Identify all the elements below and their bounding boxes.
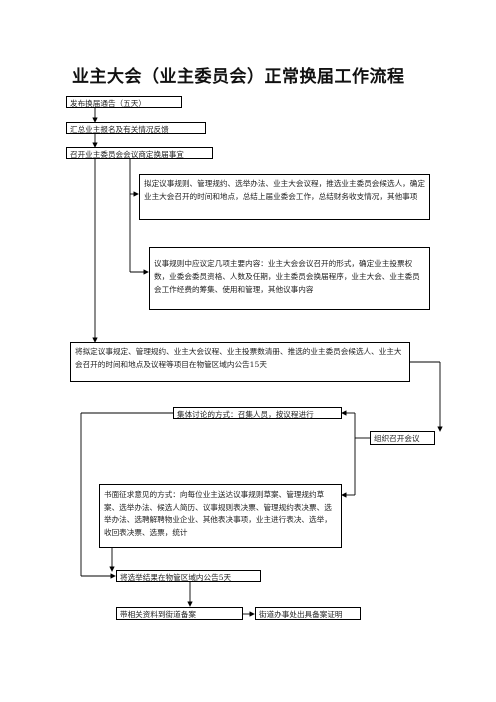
step-draft-rules: 拟定议事规则、管理规约、选举办法、业主大会议程，推选业主委员会候选人，确定业主大… [139, 174, 430, 220]
step-committee-meeting: 召开业主委员会会议商定换届事宜 [66, 147, 213, 159]
page-title: 业主大会（业主委员会）正常换届工作流程 [72, 67, 405, 87]
step-file-with-subdistrict: 带相关资料到街道备案 [116, 607, 243, 620]
step-collective-discussion: 集体讨论的方式：召集人员，按议程进行 [173, 407, 342, 419]
step-rules-content: 议事规则中应议定几项主要内容：业主大会会议召开的形式，确定业主投票权数，业委会委… [149, 247, 430, 310]
step-publish-notice: 发布换届通告（五天） [66, 96, 182, 108]
step-collect-registration: 汇总业主报名及有关情况反馈 [66, 122, 206, 134]
step-public-notice-15-days: 将拟定议事规定、管理规约、业主大会议程、业主投票数清册、推选的业主委员会候选人、… [70, 342, 410, 382]
step-issue-certificate: 街道办事处出具备案证明 [255, 607, 361, 620]
step-organize-meeting: 组织召开会议 [370, 431, 435, 445]
step-written-opinion: 书面征求意见的方式：向每位业主送达议事规则草案、管理规约草案、选举办法、候选人简… [99, 484, 342, 548]
step-announce-results: 将选举结果在物管区域内公告5天 [116, 570, 261, 582]
